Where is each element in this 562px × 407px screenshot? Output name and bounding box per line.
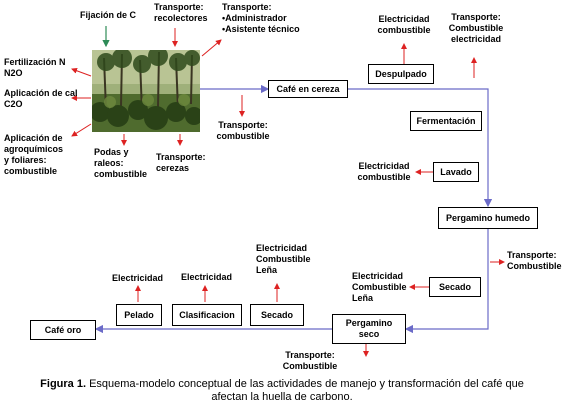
- flow-pergamino-humedo-to-pergamino-seco: [404, 228, 489, 334]
- box-secado-right: Secado: [429, 277, 481, 297]
- label-electricidad-combustible-lena-1: Electricidad Combustible Leña: [352, 271, 407, 303]
- label-transporte-combustible-3: Transporte: Combustible: [282, 350, 338, 371]
- box-clasificacion: Clasificacion: [172, 304, 242, 326]
- label-electricidad-combustible-2: Electricidad combustible: [357, 161, 411, 182]
- box-pergamino-seco: Pergamino seco: [332, 314, 406, 344]
- box-cafe-oro: Café oro: [30, 320, 96, 340]
- label-electricidad-pelado: Electricidad: [112, 273, 164, 283]
- label-fertilizacion: Fertilización N N2O: [4, 57, 66, 78]
- caption-figure-number: Figura 1.: [40, 378, 87, 390]
- label-electricidad-combustible-lena-2: Electricidad Combustible Leña: [256, 243, 311, 275]
- label-electricidad-combustible-1: Electricidad combustible: [377, 14, 431, 35]
- label-transporte-administrador: Transporte: •Administrador •Asistente té…: [222, 2, 300, 34]
- label-aplicacion-cal: Aplicación de cal C2O: [4, 88, 78, 109]
- flow-cafe-cereza-to-pergamino-humedo: [348, 88, 493, 208]
- box-lavado: Lavado: [433, 162, 479, 182]
- box-secado-left: Secado: [250, 304, 304, 326]
- label-transporte-combustible-2: Transporte: Combustible: [507, 250, 562, 271]
- label-transporte-cerezas: Transporte: cerezas: [156, 152, 206, 173]
- label-electricidad-clasificacion: Electricidad: [181, 272, 233, 282]
- box-pelado: Pelado: [116, 304, 162, 326]
- coffee-plantation-photo: [92, 50, 200, 132]
- caption-text: Esquema-modelo conceptual de las activid…: [89, 378, 524, 403]
- box-fermentacion: Fermentación: [410, 111, 482, 131]
- figure-caption: Figura 1. Esquema-modelo conceptual de l…: [4, 378, 560, 404]
- label-agroquimicos: Aplicación de agroquímicos y foliares: c…: [4, 133, 64, 176]
- label-transporte-combustible-1: Transporte: combustible: [216, 120, 270, 141]
- label-transporte-recolectores: Transporte: recolectores: [154, 2, 208, 23]
- box-pergamino-humedo: Pergamino humedo: [438, 207, 538, 229]
- box-despulpado: Despulpado: [368, 64, 434, 84]
- label-transporte-combustible-electricidad: Transporte: Combustible electricidad: [448, 12, 504, 44]
- label-fijacion-de-c: Fijación de C: [80, 10, 137, 20]
- label-podas-raleos: Podas y raleos: combustible: [94, 147, 148, 179]
- box-cafe-en-cereza: Café en cereza: [268, 80, 348, 98]
